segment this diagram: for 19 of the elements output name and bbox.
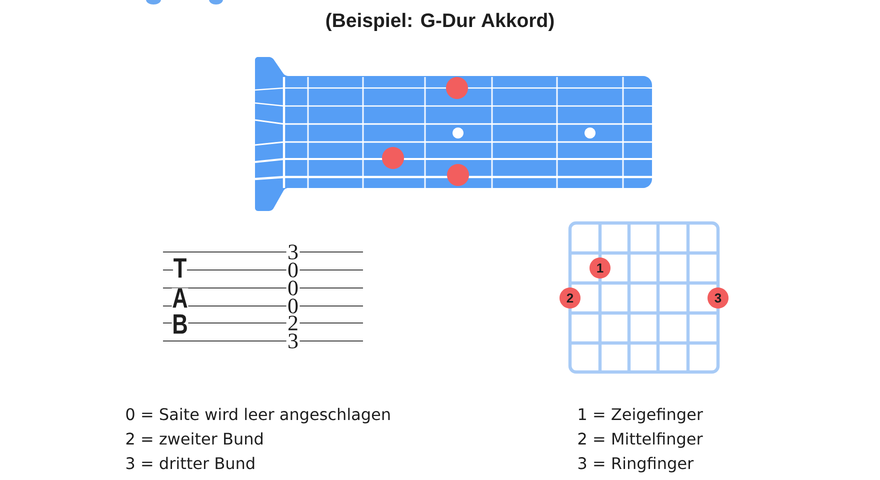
fret-number: 3 xyxy=(286,243,300,261)
title: (Beispiel: G-Dur Akkord) xyxy=(326,12,554,32)
fret-number: 3 xyxy=(286,332,300,350)
note-text: 3 = Ringfinger xyxy=(578,456,694,472)
fret-number: 0 xyxy=(286,279,300,297)
tab-letter: B xyxy=(172,314,188,334)
fret-number: 0 xyxy=(286,261,300,279)
note-text: 0 = Saite wird leer angeschlagen xyxy=(126,408,390,424)
note-text: 1 = Zeigefinger xyxy=(578,408,703,424)
fret-number: 0 xyxy=(286,297,300,315)
finger-dot xyxy=(446,77,468,99)
finger-dot xyxy=(447,164,469,186)
note-text: 2 = zweiter Bund xyxy=(126,432,262,445)
note-text: 3 = dritter Bund xyxy=(126,456,254,470)
tab-letter: T xyxy=(173,258,187,278)
tab-letter: A xyxy=(172,288,188,308)
note-text: 2 = Mittelfinger xyxy=(578,432,703,448)
fret-number: 2 xyxy=(286,314,300,332)
finger-dot xyxy=(382,147,404,169)
